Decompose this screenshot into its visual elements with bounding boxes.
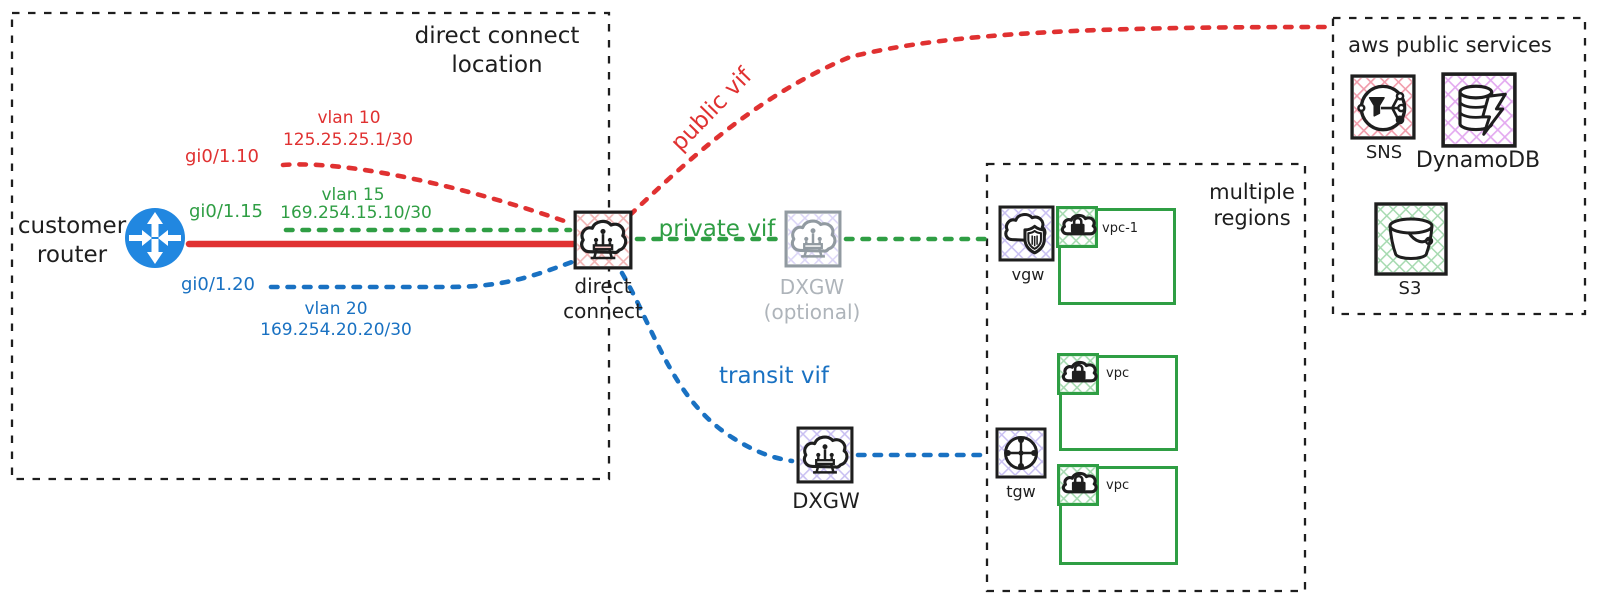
direct-connect-icon <box>573 210 633 270</box>
vlan10-cidr-label: 125.25.25.1/30 <box>282 130 414 150</box>
s3-label: S3 <box>1398 278 1422 299</box>
vlan20-name-label: vlan 20 <box>304 299 368 319</box>
dynamodb-icon <box>1441 72 1517 148</box>
vlan20-cidr-label: 169.254.20.20/30 <box>260 320 412 340</box>
vlan20-line <box>268 259 575 290</box>
dc-location-title: direct connect location <box>414 23 580 78</box>
vpc-chip-icon <box>1057 464 1099 506</box>
customer-router-icon <box>123 206 187 270</box>
vpc-1-label: vpc-1 <box>1102 221 1139 236</box>
dxgw-label: DXGW <box>792 489 860 513</box>
vlan10-interface-label: gi0/1.10 <box>184 146 260 167</box>
direct-connect-label: direct connect <box>563 274 643 323</box>
vpc-chip-icon <box>1056 206 1098 248</box>
dynamodb-label: DynamoDB <box>1415 148 1541 173</box>
aws-public-services-title: aws public services <box>1348 33 1552 57</box>
vpc-chip-icon <box>1057 353 1099 395</box>
vlan15-name-label: vlan 15 <box>321 185 385 205</box>
sns-icon <box>1350 74 1416 140</box>
aws-public-services-box <box>1331 16 1587 316</box>
multiple-regions-title: multiple regions <box>1209 180 1295 231</box>
sns-label: SNS <box>1365 142 1403 163</box>
transit-vif-label: transit vif <box>719 363 829 389</box>
vpc-3-label: vpc <box>1106 478 1130 493</box>
vpc-2-label: vpc <box>1106 366 1130 381</box>
s3-icon <box>1374 202 1448 276</box>
vlan20-interface-label: gi0/1.20 <box>180 274 256 295</box>
vpc-1-box <box>1058 208 1176 305</box>
vlan10-line <box>280 162 573 226</box>
tgw-label: tgw <box>1006 482 1036 501</box>
vgw-icon <box>998 205 1055 262</box>
vpc-box-2 <box>1059 355 1178 451</box>
vlan15-interface-label: gi0/1.15 <box>188 201 264 222</box>
dxgw-icon <box>796 426 854 484</box>
dxgw-optional-label: DXGW (optional) <box>763 275 861 324</box>
vlan15-cidr-label: 169.254.15.10/30 <box>280 203 432 223</box>
vgw-label: vgw <box>1011 265 1045 284</box>
tgw-icon <box>995 427 1047 479</box>
private-vif-label: private vif <box>658 216 776 242</box>
vpc-box-3 <box>1059 466 1178 565</box>
vlan10-name-label: vlan 10 <box>317 108 381 128</box>
public-vif-line <box>627 24 1329 218</box>
transit-vif-line-1 <box>619 270 795 464</box>
direct-connect-location-box <box>10 11 611 481</box>
customer-router-label: customer router <box>17 213 127 268</box>
multiple-regions-box <box>985 162 1307 593</box>
dxgw-optional-icon <box>784 210 842 268</box>
